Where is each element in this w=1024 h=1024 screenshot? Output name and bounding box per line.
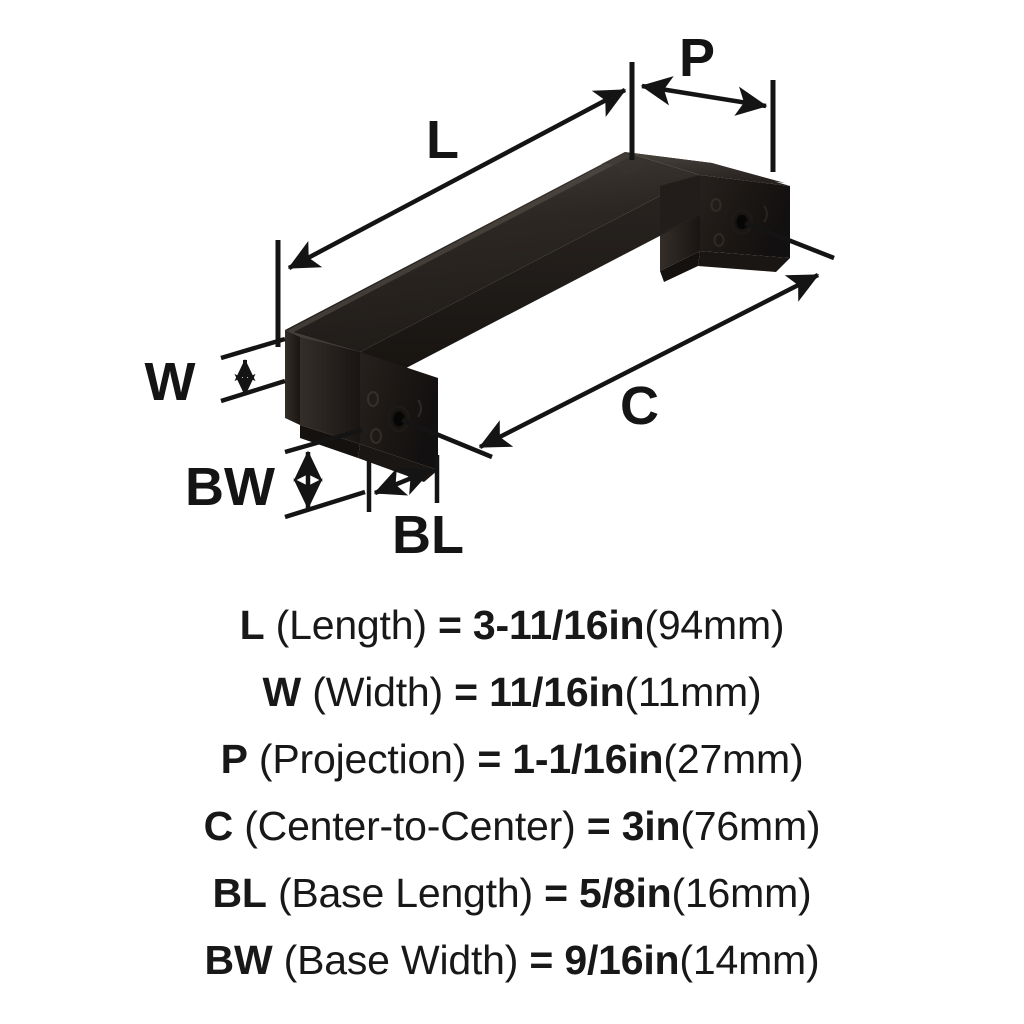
spec-metric-W: (11mm): [624, 669, 762, 715]
spec-row-width: W (Width) = 11/16in(11mm): [263, 659, 762, 726]
spec-name-BW: (Base Width): [272, 937, 519, 983]
spec-equals-P: =: [466, 736, 513, 782]
baselength-label: BL: [392, 505, 464, 565]
ctc-arrow: [478, 272, 820, 450]
spec-code-W: W: [262, 669, 302, 715]
spec-equals-C: =: [575, 803, 622, 849]
right-post-bottom-bevel: [698, 251, 790, 272]
spec-name-L: (Length): [264, 602, 427, 648]
right-post-bottom-bevel-2: [660, 251, 700, 282]
cast-markings-right: [710, 198, 768, 247]
spec-imperial-BL: 5/8in: [579, 870, 672, 916]
specification-list: L (Length) = 3-11/16in(94mm) W (Width) =…: [0, 592, 1024, 1024]
left-post-left-face: [285, 330, 300, 425]
spec-imperial-C: 3in: [621, 803, 681, 849]
right-screw-hole-bore: [736, 215, 748, 229]
spec-metric-BW: (14mm): [679, 937, 820, 983]
left-post-upper-face: [300, 337, 360, 444]
dimension-length: L: [275, 62, 635, 347]
spec-metric-BL: (16mm): [671, 870, 812, 916]
spec-name-W: (Width): [301, 669, 443, 715]
length-arrow: [287, 88, 627, 270]
width-extension-top: [220, 336, 286, 361]
spec-name-BL: (Base Length): [266, 870, 533, 916]
dimension-center-to-center: C: [401, 220, 835, 460]
basewidth-label: BW: [185, 457, 275, 517]
width-extension-bottom: [220, 378, 286, 404]
product-diagram: L P C: [145, 28, 835, 565]
spec-metric-L: (94mm): [644, 602, 785, 648]
spec-row-base-width: BW (Base Width) = 9/16in(14mm): [205, 927, 820, 994]
spec-imperial-L: 3-11/16in: [472, 602, 645, 648]
dimension-width: W: [145, 336, 286, 412]
spec-code-BW: BW: [204, 937, 273, 983]
spec-equals-BW: =: [518, 937, 565, 983]
inner-corner-fill: [660, 175, 700, 232]
spec-equals-W: =: [442, 669, 490, 715]
dimension-base-width: BW: [185, 427, 366, 520]
spec-name-C: (Center-to-Center): [233, 803, 576, 849]
spec-code-C: C: [203, 803, 234, 849]
ctc-extension-left: [401, 417, 493, 460]
left-screw-hole-bore: [393, 411, 405, 427]
cast-markings: [367, 391, 422, 444]
baselength-arrow: [373, 467, 433, 496]
ctc-label: C: [620, 376, 659, 436]
width-label: W: [145, 352, 196, 412]
spec-imperial-P: 1-1/16in: [512, 736, 664, 782]
spec-code-P: P: [220, 736, 248, 782]
spec-metric-C: (76mm): [680, 803, 821, 849]
left-post-bottom-bevel-2: [300, 425, 360, 458]
spec-equals-BL: =: [532, 870, 580, 916]
spec-imperial-W: 11/16in: [489, 669, 625, 715]
ctc-extension-right: [744, 220, 835, 261]
spec-code-L: L: [239, 602, 265, 648]
dimension-projection: P: [640, 28, 776, 172]
projection-label: P: [679, 28, 715, 88]
length-label: L: [426, 110, 459, 170]
projection-arrow: [640, 76, 768, 116]
spec-metric-P: (27mm): [663, 736, 804, 782]
spec-equals-L: =: [426, 602, 473, 648]
spec-row-center-to-center: C (Center-to-Center) = 3in(76mm): [204, 793, 821, 860]
spec-row-base-length: BL (Base Length) = 5/8in(16mm): [212, 860, 811, 927]
basewidth-extension-bottom: [284, 489, 366, 520]
spec-row-length: L (Length) = 3-11/16in(94mm): [240, 592, 785, 659]
dimension-base-length: BL: [366, 455, 464, 565]
spec-imperial-BW: 9/16in: [564, 937, 680, 983]
right-post-top-surface: [625, 152, 790, 186]
basewidth-extension-top: [284, 427, 363, 455]
spec-name-P: (Projection): [247, 736, 467, 782]
spec-row-projection: P (Projection) = 1-1/16in(27mm): [221, 726, 804, 793]
spec-code-BL: BL: [212, 870, 267, 916]
